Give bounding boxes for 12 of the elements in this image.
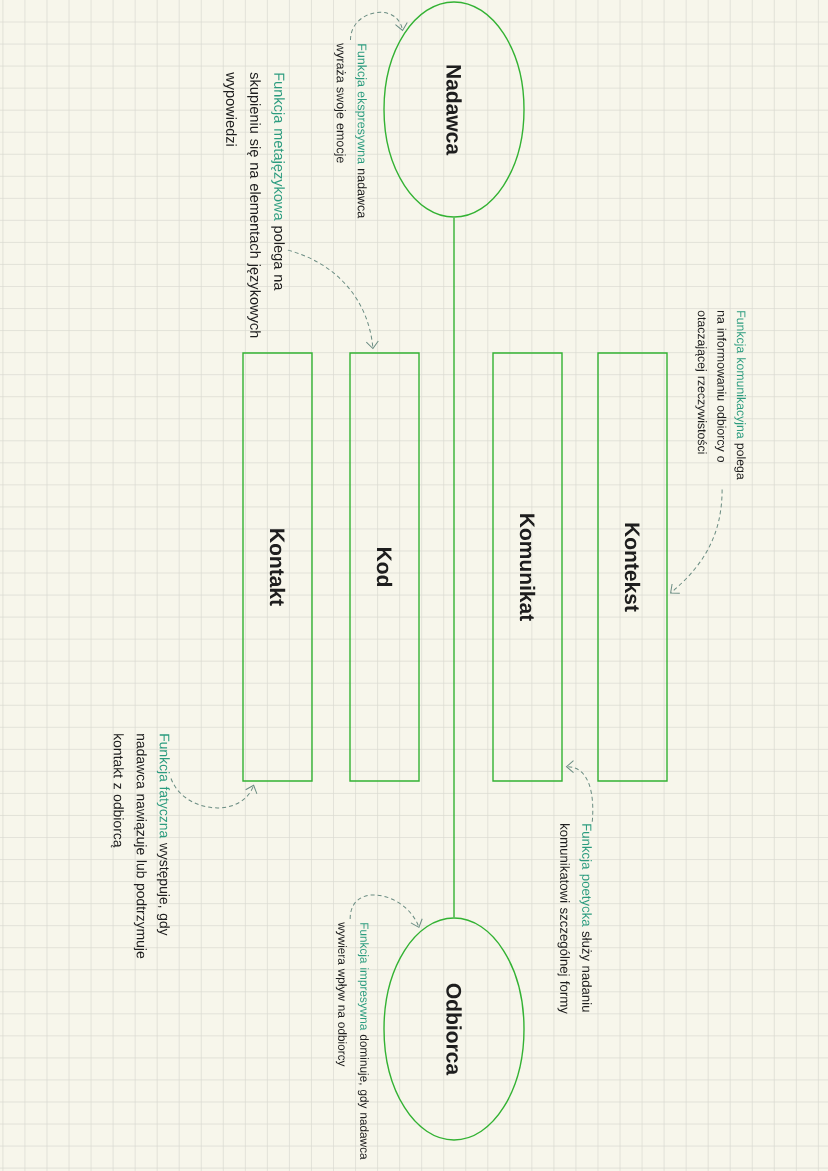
- annotation-text: Funkcja ekspresywna nadawca wyraża swoje emocje: [334, 43, 367, 219]
- dashed-arrow: [670, 488, 723, 594]
- connector-line: [453, 217, 455, 918]
- labeled-box: Kod: [349, 352, 420, 782]
- labeled-box: Kontakt: [242, 352, 313, 782]
- dashed-arrow: [349, 894, 423, 928]
- dashed-arrow: [287, 249, 379, 350]
- labeled-box: Komunikat: [492, 352, 563, 782]
- dashed-arrow: [170, 778, 258, 809]
- labeled-box: Kontekst: [597, 352, 668, 782]
- dashed-arrow: [565, 760, 594, 823]
- dashed-arrow: [350, 11, 408, 41]
